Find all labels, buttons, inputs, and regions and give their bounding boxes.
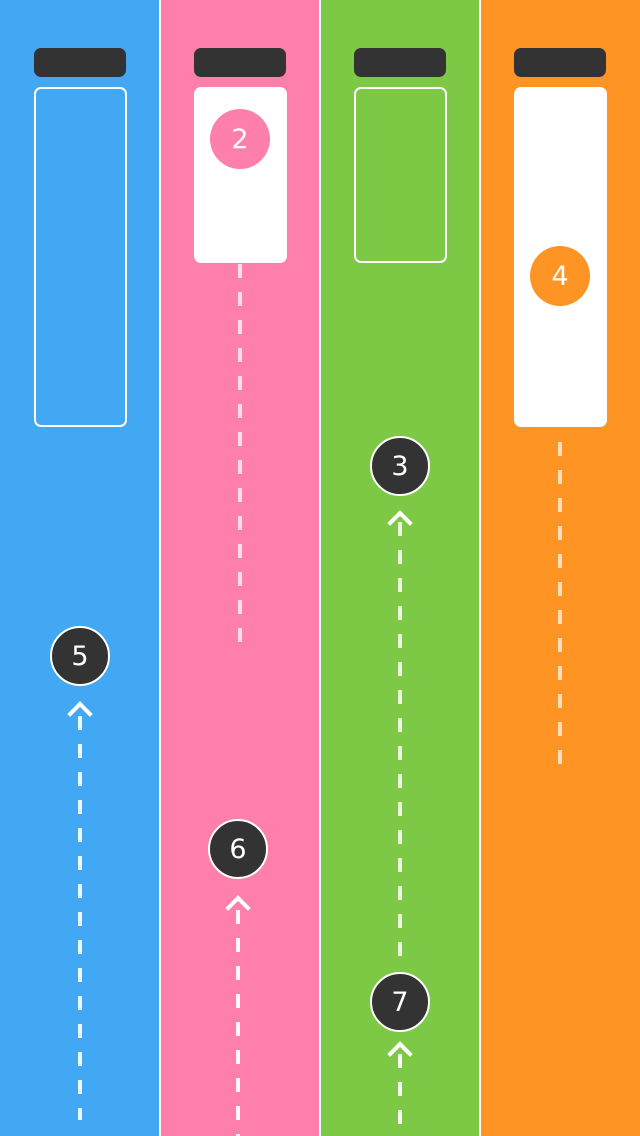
ball-label: 3 — [391, 450, 409, 482]
falling-ball-7[interactable]: 7 — [370, 972, 430, 1032]
tube-cap-pink — [194, 48, 286, 77]
ball-label: 7 — [391, 986, 409, 1018]
tube-cap-blue — [34, 48, 126, 77]
ball-label: 2 — [231, 123, 249, 155]
falling-ball-3[interactable]: 3 — [370, 436, 430, 496]
trail-pink-tube — [238, 264, 242, 644]
tube-cap-green — [354, 48, 446, 77]
ball-label: 5 — [71, 640, 89, 672]
tube-green — [354, 87, 447, 263]
lane-divider — [479, 0, 481, 1136]
tube-blue — [34, 87, 127, 427]
tube-cap-orange — [514, 48, 606, 77]
trail-ball-7 — [398, 1054, 402, 1136]
ball-label: 4 — [551, 260, 569, 292]
trail-ball-6 — [236, 910, 240, 1136]
falling-ball-6[interactable]: 6 — [208, 819, 268, 879]
tube-ball-pink: 2 — [210, 109, 270, 169]
lane-divider — [319, 0, 321, 1136]
lane-divider — [159, 0, 161, 1136]
ball-label: 6 — [229, 833, 247, 865]
trail-ball-5 — [78, 716, 82, 1120]
falling-ball-5[interactable]: 5 — [50, 626, 110, 686]
trail-ball-3 — [398, 522, 402, 962]
trail-orange-tube — [558, 442, 562, 772]
tube-ball-orange: 4 — [530, 246, 590, 306]
